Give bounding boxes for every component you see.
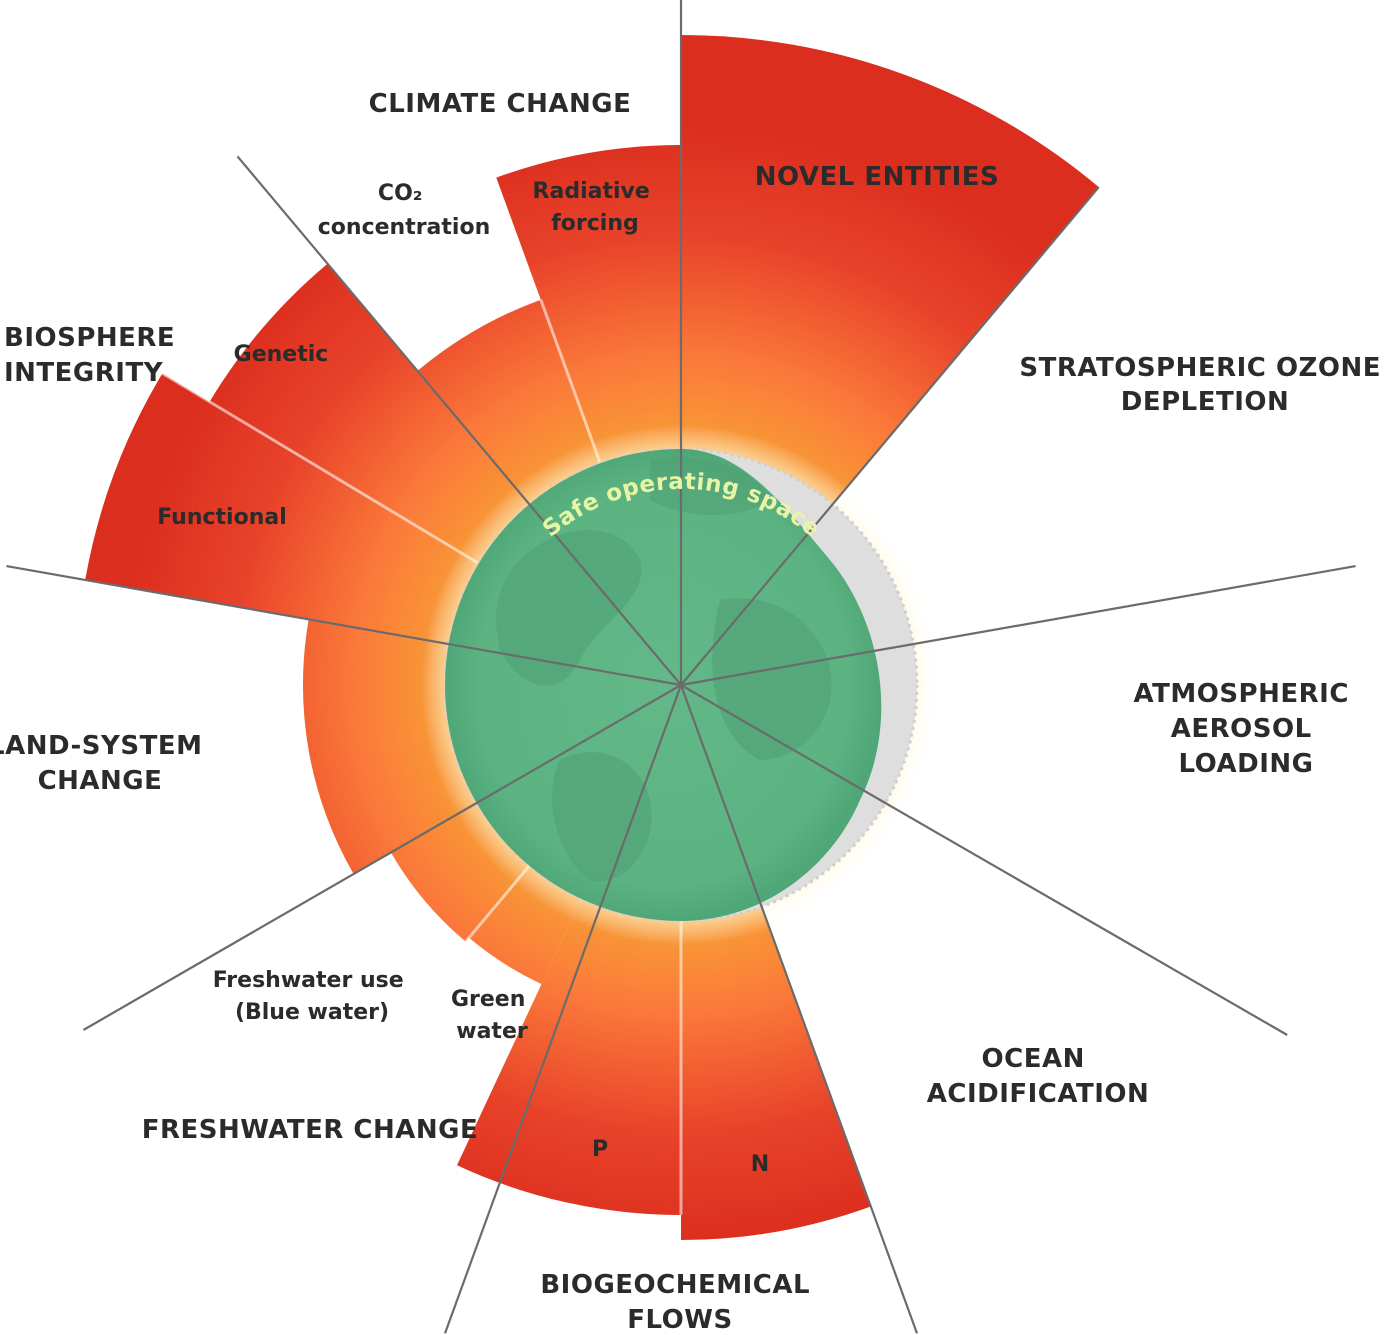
boundary-divider-line <box>680 186 1100 686</box>
label-atmospheric-aerosol: ATMOSPHERIC AEROSOL LOADING <box>1134 679 1359 779</box>
label-functional: Functional <box>157 505 287 530</box>
boundary-divider-line <box>236 155 682 686</box>
boundary-divider-line <box>82 684 682 1031</box>
boundary-divider-line <box>679 684 919 1334</box>
label-biosphere-integrity: BIOSPHERE INTEGRITY <box>4 323 185 388</box>
label-genetic: Genetic <box>234 342 329 367</box>
boundary-divider-line <box>680 565 1356 687</box>
boundary-divider-line <box>443 684 683 1334</box>
label-radiative-forcing: Radiative forcing <box>533 179 658 236</box>
label-green-water: Green water <box>451 987 533 1044</box>
label-n: N <box>751 1152 769 1177</box>
label-biogeochemical-flows: BIOGEOCHEMICAL FLOWS <box>540 1270 819 1335</box>
label-climate-change: CLIMATE CHANGE <box>369 89 632 119</box>
label-blue-water: Freshwater use (Blue water) <box>213 968 412 1025</box>
label-p: P <box>592 1137 608 1162</box>
label-land-system-change: LAND-SYSTEM CHANGE <box>0 731 212 796</box>
label-novel-entities: NOVEL ENTITIES <box>755 162 1000 192</box>
label-stratospheric-ozone: STRATOSPHERIC OZONE DEPLETION <box>1019 353 1384 417</box>
boundary-divider-line <box>6 565 682 687</box>
label-co2-concentration: CO₂ concentration <box>318 181 491 240</box>
boundary-dividers <box>6 0 1356 1334</box>
label-freshwater-change: FRESHWATER CHANGE <box>142 1115 479 1145</box>
label-ocean-acidification: OCEAN ACIDIFICATION <box>927 1044 1150 1109</box>
boundary-divider-line <box>680 684 1288 1036</box>
